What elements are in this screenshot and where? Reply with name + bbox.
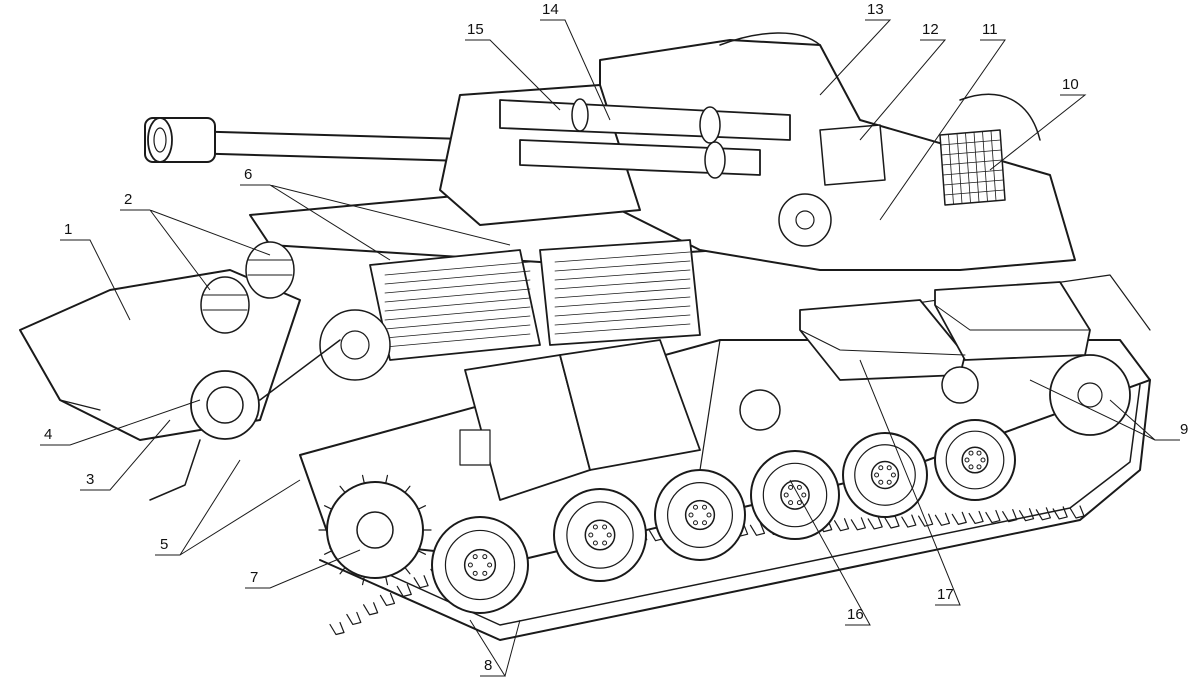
callout-8: 8 — [484, 657, 492, 674]
callout-2: 2 — [124, 191, 132, 208]
callout-leaders — [40, 19, 1180, 677]
callout-17: 17 — [937, 586, 954, 603]
callout-15: 15 — [467, 21, 484, 38]
callout-10: 10 — [1062, 76, 1079, 93]
callout-11: 11 — [982, 21, 998, 38]
callout-14: 14 — [542, 1, 559, 18]
road-wheel — [934, 419, 1016, 501]
gun — [144, 84, 791, 226]
engine-block — [200, 239, 701, 361]
callout-7: 7 — [250, 569, 258, 586]
callout-12: 12 — [922, 21, 939, 38]
road-wheels — [431, 419, 1016, 614]
transmission — [149, 309, 391, 501]
callout-1: 1 — [64, 221, 72, 238]
road-wheel — [654, 469, 746, 561]
callout-5: 5 — [160, 536, 168, 553]
fuel-tanks — [459, 339, 701, 501]
return-rollers — [739, 354, 1131, 436]
callout-6: 6 — [244, 166, 252, 183]
callout-16: 16 — [847, 606, 864, 623]
callout-4: 4 — [44, 426, 52, 443]
road-wheel — [750, 450, 840, 540]
callout-3: 3 — [86, 471, 94, 488]
vision-grille — [939, 129, 1006, 206]
callout-9: 9 — [1180, 421, 1188, 438]
callout-13: 13 — [867, 1, 884, 18]
fighting-compartment — [599, 32, 1076, 271]
road-wheel — [553, 488, 647, 582]
road-wheel — [842, 432, 928, 518]
callout-labels: 1 2 3 4 5 6 7 8 9 10 11 12 13 14 15 16 1… — [44, 1, 1188, 674]
road-wheel — [431, 516, 529, 614]
